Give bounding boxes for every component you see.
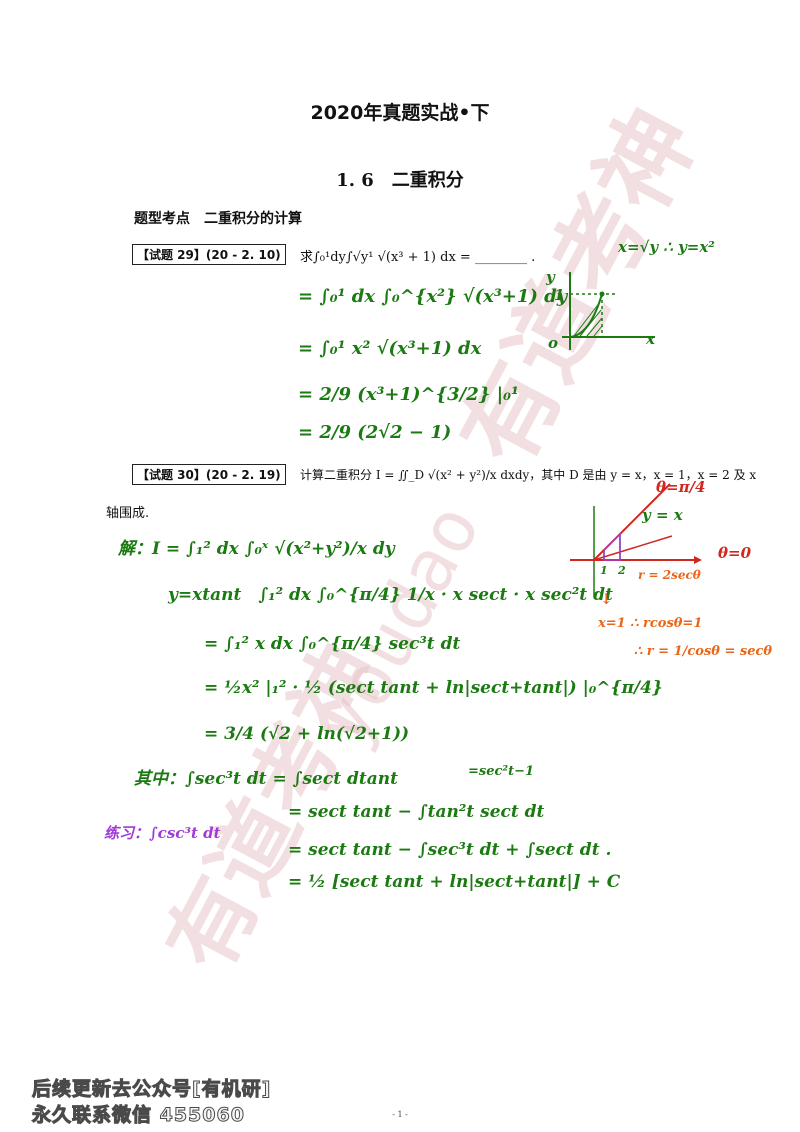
- polar-x-arrow: [694, 556, 702, 564]
- q30-step-4: = ½x² |₁² · ½ (sect tant + ln|sect+tant|…: [204, 678, 663, 698]
- q30-step-5: = 3/4 (√2 + ln(√2+1)): [204, 724, 410, 744]
- q30-prompt-cont: 轴围成.: [106, 506, 150, 521]
- q29-region-graph: [562, 272, 655, 350]
- q29-step-2: = ∫₀¹ x² √(x³+1) dx: [298, 338, 482, 359]
- q29-step-1: = ∫₀¹ dx ∫₀^{x²} √(x³+1) dy: [298, 286, 568, 307]
- ray-theta: [593, 535, 673, 561]
- q29-step-3: = 2/9 (x³+1)^{3/2} |₀¹: [298, 384, 519, 405]
- topic-heading: 题型考点 二重积分的计算: [134, 211, 302, 227]
- q29-graph-y: y: [546, 268, 555, 286]
- q30-tick-2: 2: [618, 564, 626, 577]
- region-D: [603, 532, 621, 561]
- q30-aux-3: = sect tant − ∫sec³t dt + ∫sect dt .: [288, 840, 612, 860]
- q30-y-eq-x: y = x: [642, 506, 683, 524]
- footer-line-1: 后续更新去公众号[有机研]: [31, 1078, 272, 1101]
- q30-arrow-down: ↓: [600, 590, 613, 608]
- q30-aux-2: = sect tant − ∫tan²t sect dt: [288, 802, 545, 822]
- q29-graph-note: x=√y ∴ y=x²: [618, 238, 715, 256]
- q29-graph-origin: o: [548, 334, 559, 352]
- page-title: 2020年真题实战•下: [310, 102, 490, 124]
- watermark-mid: youdao: [300, 490, 497, 760]
- q30-theta-zero: θ=0: [718, 544, 752, 562]
- q30-x1-note: x=1 ∴ rcosθ=1: [598, 616, 703, 631]
- q30-step-2: y=xtant ∫₁² dx ∫₀^{π/4} 1/x · x sect · x…: [168, 585, 613, 605]
- q30-prompt: 计算二重积分 I = ∬_D √(x² + y²)/x dxdy，其中 D 是由…: [300, 468, 757, 482]
- q30-polar-graph: [570, 483, 702, 596]
- q30-tag: 【试题 30】(20 - 2. 19): [132, 464, 286, 485]
- q30-step-1: 解：I = ∫₁² dx ∫₀ˣ √(x²+y²)/x dy: [118, 539, 395, 559]
- q29-graph-x: x: [646, 330, 655, 348]
- q30-aux-note: =sec²t−1: [468, 764, 535, 779]
- q30-theta-top: θ=π/4: [656, 478, 706, 496]
- q30-practice: 练习：∫csc³t dt: [104, 824, 221, 842]
- q30-aux-1: 其中：∫sec³t dt = ∫sect dtant: [134, 769, 398, 789]
- curve-y-x2: [569, 293, 603, 338]
- q29-prompt: 求∫₀¹dy∫√y¹ √(x³ + 1) dx = ________ .: [300, 250, 536, 265]
- q29-step-4: = 2/9 (2√2 − 1): [298, 422, 452, 443]
- intersection-point: [599, 291, 605, 297]
- shaded-region: [573, 301, 603, 337]
- footer-line-2: 永久联系微信 455060: [32, 1104, 245, 1127]
- q30-tick-1: 1: [600, 564, 608, 577]
- q29-graph-one: 1: [554, 286, 565, 304]
- section-heading: 1. 6 二重积分: [336, 170, 464, 191]
- q30-r-label: r = 2secθ: [638, 568, 701, 582]
- q29-tag: 【试题 29】(20 - 2. 10): [132, 244, 286, 265]
- q30-step-3: = ∫₁² x dx ∫₀^{π/4} sec³t dt: [204, 634, 461, 654]
- q30-aux-4: = ½ [sect tant + ln|sect+tant|] + C: [288, 872, 621, 892]
- q30-r-sec-note: ∴ r = 1/cosθ = secθ: [634, 644, 773, 659]
- page-number: - 1 -: [392, 1110, 408, 1119]
